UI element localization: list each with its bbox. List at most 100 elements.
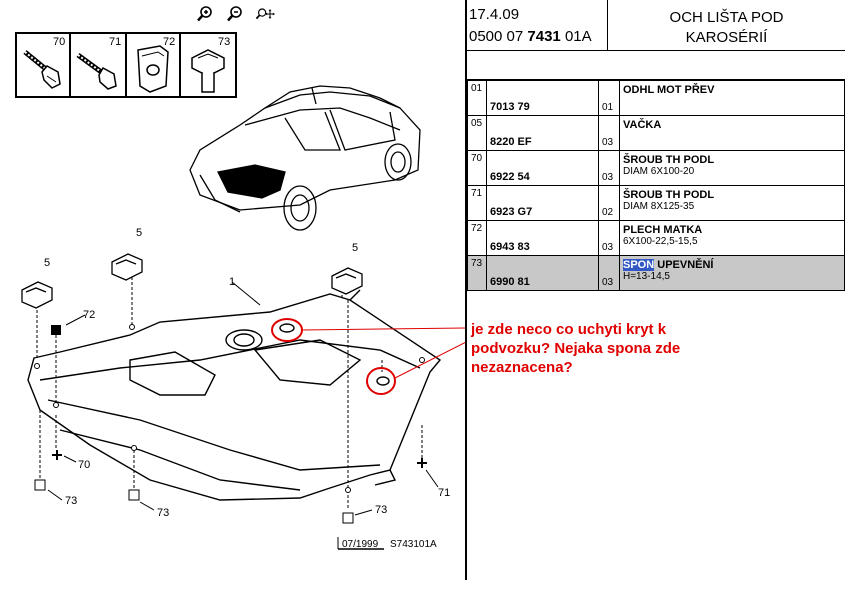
- row-ref[interactable]: 6943 83: [486, 220, 599, 256]
- diagram-footer: 07/1999 S743101A: [337, 537, 437, 550]
- header-date: 17.4.09: [469, 6, 520, 23]
- row-desc: VAČKA: [619, 115, 845, 151]
- label-72: 72: [83, 309, 95, 321]
- annotation-note: je zde neco co uchyti kryt k podvozku? N…: [471, 320, 731, 377]
- title-line-2: KAROSÉRIÍ: [685, 29, 768, 46]
- leader-lines: [36, 272, 439, 516]
- row-ref[interactable]: 6923 G7: [486, 185, 599, 221]
- zoom-out-icon[interactable]: [225, 5, 245, 23]
- diagram-panel: 70 71 72: [15, 4, 465, 550]
- clip-5-left-icon: [21, 281, 53, 309]
- label-clip-5-right: 5: [352, 242, 358, 254]
- zoom-toolbar: [195, 4, 275, 24]
- label-73-c: 73: [375, 504, 387, 516]
- header-code: 0500 07 7431 01A: [469, 28, 592, 45]
- screw-71-marker: [417, 458, 427, 468]
- annotation-circle-2: [366, 367, 396, 395]
- label-73-b: 73: [157, 507, 169, 519]
- parts-panel: 17.4.09 0500 07 7431 01A OCH LIŠTA POD K…: [467, 0, 847, 594]
- desc-main: ŠROUB TH PODL: [623, 154, 715, 166]
- table-row[interactable]: 05 8220 EF 03 VAČKA: [467, 115, 845, 151]
- row-pos: 05: [467, 115, 487, 151]
- parts-header: 17.4.09 0500 07 7431 01A OCH LIŠTA POD K…: [467, 0, 845, 51]
- row-pos: 72: [467, 220, 487, 256]
- desc-rest: UPEVNĚNÍ: [654, 259, 714, 271]
- clip-73-marker-a: [34, 479, 46, 491]
- clip-73-icon: [191, 49, 225, 93]
- desc-main: ŠROUB TH PODL: [623, 189, 715, 201]
- row-desc: ODHL MOT PŘEV: [619, 80, 845, 116]
- desc-highlight: SPON: [623, 259, 655, 271]
- row-qty: 03: [598, 150, 620, 186]
- header-spacer: [467, 51, 845, 80]
- car-illustration: [189, 85, 421, 231]
- row-qty: 03: [598, 255, 620, 291]
- header-title: OCH LIŠTA POD KAROSÉRIÍ: [608, 8, 845, 48]
- label-73-a: 73: [65, 495, 77, 507]
- label-71: 71: [438, 487, 450, 499]
- desc-main: ODHL MOT PŘEV: [623, 84, 715, 96]
- footer-ref: S743101A: [390, 539, 437, 550]
- desc-sub: DIAM 6X100-20: [623, 166, 695, 177]
- nut-72-marker: [51, 325, 61, 335]
- code-bold: 7431: [527, 28, 561, 45]
- desc-sub: H=13-14,5: [623, 271, 670, 282]
- thumb-71[interactable]: 71: [69, 32, 127, 98]
- desc-main: SPON UPEVNĚNÍ: [623, 259, 841, 271]
- zoom-in-icon[interactable]: [195, 5, 215, 23]
- desc-main: VAČKA: [623, 119, 662, 131]
- row-pos: 73: [467, 255, 487, 291]
- parts-table: 01 7013 79 01 ODHL MOT PŘEV 05 8220 EF 0…: [467, 80, 845, 291]
- nut-plate-72-icon: [137, 45, 169, 93]
- thumb-73-label: 73: [218, 36, 230, 48]
- clip-73-marker-b: [128, 489, 140, 501]
- row-ref[interactable]: 6990 81: [486, 255, 599, 291]
- zoom-pan-icon[interactable]: [255, 5, 275, 23]
- label-part-1: 1: [229, 276, 235, 288]
- thumb-72[interactable]: 72: [125, 32, 181, 98]
- desc-sub: 6X100-22,5-15,5: [623, 236, 698, 247]
- header-info: 17.4.09 0500 07 7431 01A: [467, 0, 608, 50]
- thumb-70-label: 70: [53, 36, 65, 48]
- row-ref[interactable]: 7013 79: [486, 80, 599, 116]
- label-clip-5-left: 5: [44, 257, 50, 269]
- code-suffix: 01A: [564, 28, 592, 45]
- note-line-2: podvozku? Nejaka spona zde: [471, 340, 681, 357]
- clip-5-right-icon: [331, 267, 363, 295]
- thumb-73[interactable]: 73: [179, 32, 237, 98]
- title-line-1: OCH LIŠTA POD: [669, 9, 784, 26]
- desc-sub: DIAM 8X125-35: [623, 201, 695, 212]
- row-pos: 71: [467, 185, 487, 221]
- row-qty: 03: [598, 220, 620, 256]
- row-qty: 01: [598, 80, 620, 116]
- bolt-70-icon: [23, 50, 61, 89]
- label-clip-5-mid: 5: [136, 227, 142, 239]
- annotation-markup: [271, 318, 465, 395]
- code-prefix: 0500 07: [469, 28, 524, 45]
- label-70: 70: [78, 459, 90, 471]
- clip-73-marker-c: [342, 512, 354, 524]
- panel-divider[interactable]: [465, 0, 467, 580]
- row-pos: 70: [467, 150, 487, 186]
- table-row[interactable]: 01 7013 79 01 ODHL MOT PŘEV: [467, 80, 845, 116]
- note-line-1: je zde neco co uchyti kryt k: [471, 321, 667, 338]
- parts-thumbnails: 70 71 72: [15, 32, 237, 98]
- note-line-3: nezaznacena?: [471, 359, 573, 376]
- screw-70-marker: [52, 450, 62, 460]
- footer-date: 07/1999: [342, 539, 379, 550]
- bolt-71-icon: [76, 52, 117, 90]
- undertray-panel: [27, 289, 442, 501]
- row-ref[interactable]: 8220 EF: [486, 115, 599, 151]
- thumb-72-label: 72: [163, 36, 175, 48]
- row-ref[interactable]: 6922 54: [486, 150, 599, 186]
- row-qty: 03: [598, 115, 620, 151]
- thumb-71-label: 71: [109, 36, 121, 48]
